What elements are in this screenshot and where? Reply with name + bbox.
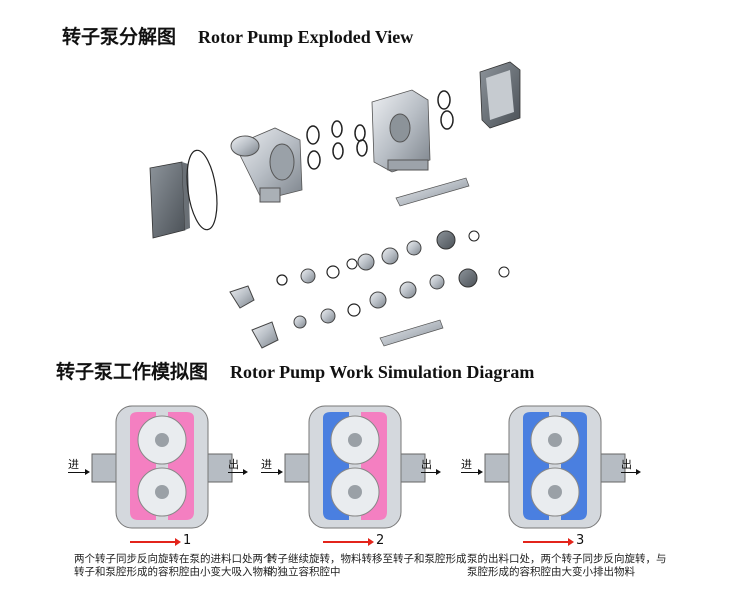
inlet-arrow-icon — [261, 469, 283, 475]
pump-step-diagram — [284, 405, 426, 529]
simulation-title: 转子泵工作模拟图 Rotor Pump Work Simulation Diagr… — [56, 357, 534, 384]
exploded-title-en: Rotor Pump Exploded View — [198, 27, 414, 47]
inlet-label: 进 — [68, 458, 79, 471]
inlet-arrow-icon — [68, 469, 90, 475]
outlet-label: 出 — [421, 458, 432, 471]
step-caption: 转子继续旋转，物料转移至转子和泵腔形成的独立容积腔中 — [267, 553, 467, 578]
gearbox-body — [371, 89, 431, 173]
outlet-pipe — [203, 453, 233, 483]
outlet-label: 出 — [228, 458, 239, 471]
inlet-arrow-icon — [461, 469, 483, 475]
pump-step-diagram — [91, 405, 233, 529]
rotor-lower — [251, 321, 279, 349]
drive-shaft-lower — [379, 319, 444, 347]
rear-cover — [479, 61, 521, 129]
pump-step-diagram — [484, 405, 626, 529]
exploded-view-illustration — [149, 61, 521, 349]
outlet-arrow-icon — [421, 469, 441, 475]
drive-shaft-upper — [395, 177, 470, 207]
outlet-arrow-icon — [621, 469, 641, 475]
step-number: 2 — [376, 533, 385, 548]
step-caption: 两个转子同步反向旋转在泵的进料口处两个转子和泵腔形成的容积腔由小变大吸入物料 — [74, 553, 274, 578]
seal-rings-upper — [306, 120, 368, 170]
step-number: 3 — [576, 533, 585, 548]
exploded-title-cn: 转子泵分解图 — [62, 27, 177, 48]
bearing-gear-row-upper — [276, 230, 480, 286]
gasket-ring — [186, 149, 218, 231]
inlet-pipe — [484, 453, 514, 483]
inlet-pipe — [284, 453, 314, 483]
step-caption: 泵的出料口处，两个转子同步反向旋转，与泵腔形成的容积腔由大变小排出物料 — [467, 553, 667, 578]
step-arrow-icon — [130, 538, 181, 546]
step-number: 1 — [183, 533, 192, 548]
inlet-label: 进 — [261, 458, 272, 471]
inlet-label: 进 — [461, 458, 472, 471]
bearing-gear-row-lower — [293, 266, 510, 329]
step-arrow-icon — [523, 538, 574, 546]
step-arrow-icon — [323, 538, 374, 546]
seal-rings-gearbox — [437, 90, 454, 130]
outlet-pipe — [396, 453, 426, 483]
outlet-arrow-icon — [228, 469, 248, 475]
inlet-pipe — [91, 453, 121, 483]
exploded-view-title: 转子泵分解图 Rotor Pump Exploded View — [62, 22, 413, 49]
simulation-title-en: Rotor Pump Work Simulation Diagram — [230, 362, 535, 382]
simulation-title-cn: 转子泵工作模拟图 — [56, 362, 209, 383]
front-cover-plate — [149, 161, 190, 239]
outlet-label: 出 — [621, 458, 632, 471]
rotor-upper — [229, 285, 255, 309]
pump-housing — [230, 127, 303, 203]
